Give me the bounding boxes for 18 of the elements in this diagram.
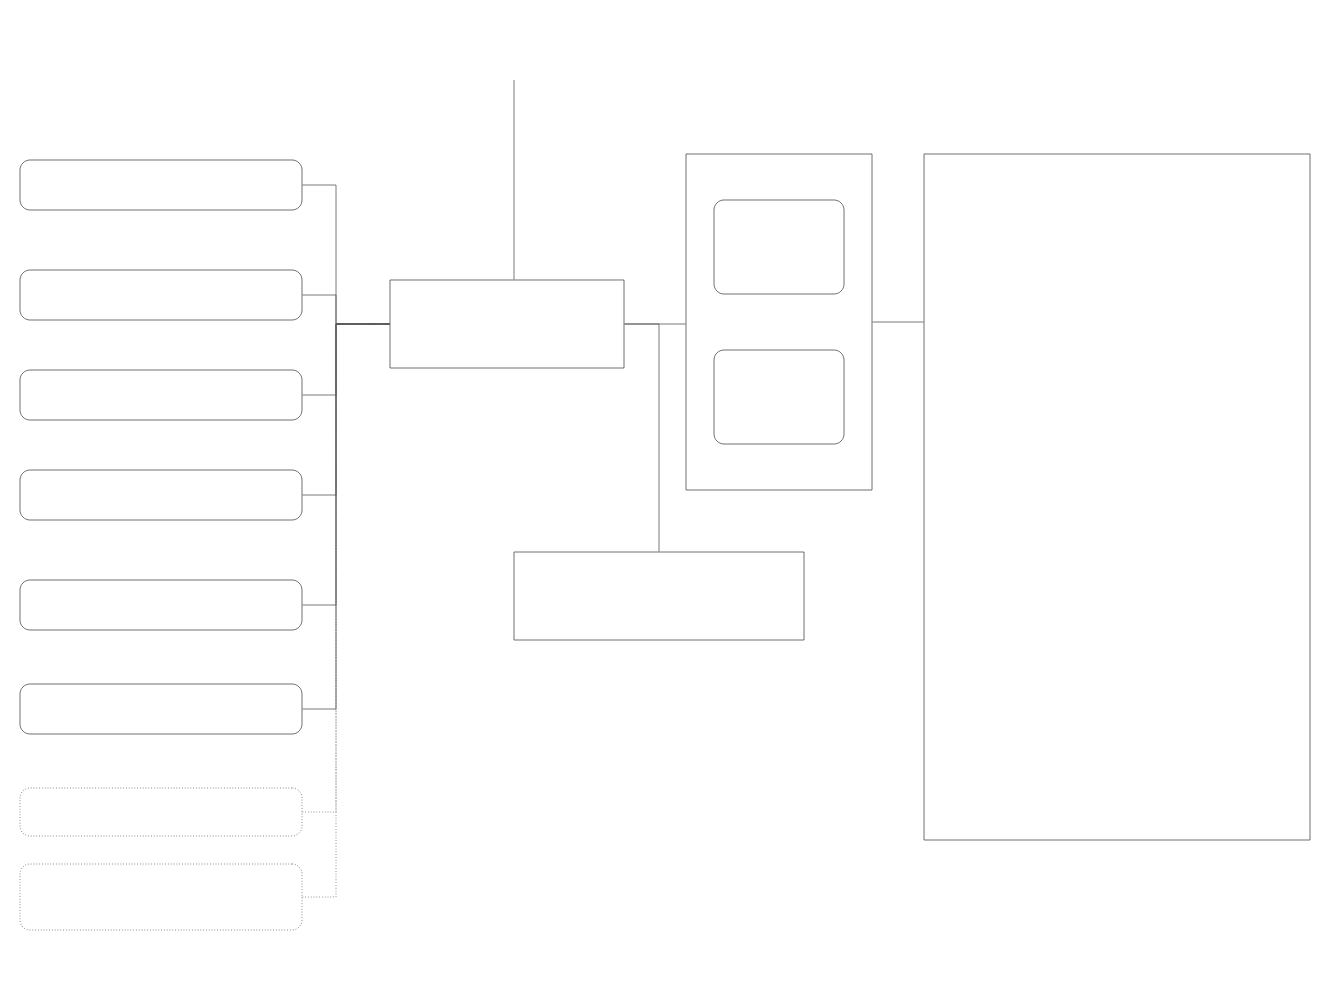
process-box xyxy=(19,683,303,735)
process-box xyxy=(19,579,303,631)
process-box xyxy=(713,349,845,445)
connector-line xyxy=(872,321,924,323)
process-box xyxy=(713,199,845,295)
process-box xyxy=(19,787,303,837)
process-box xyxy=(513,551,805,641)
process-box xyxy=(923,153,1311,841)
connector-line xyxy=(302,323,390,710)
process-box xyxy=(19,369,303,421)
connector-line xyxy=(624,323,660,552)
process-box xyxy=(19,469,303,521)
process-box xyxy=(685,153,873,491)
process-box xyxy=(19,269,303,321)
process-box xyxy=(19,863,303,931)
process-box xyxy=(19,159,303,211)
process-box xyxy=(389,279,625,369)
connector-line xyxy=(513,79,515,280)
